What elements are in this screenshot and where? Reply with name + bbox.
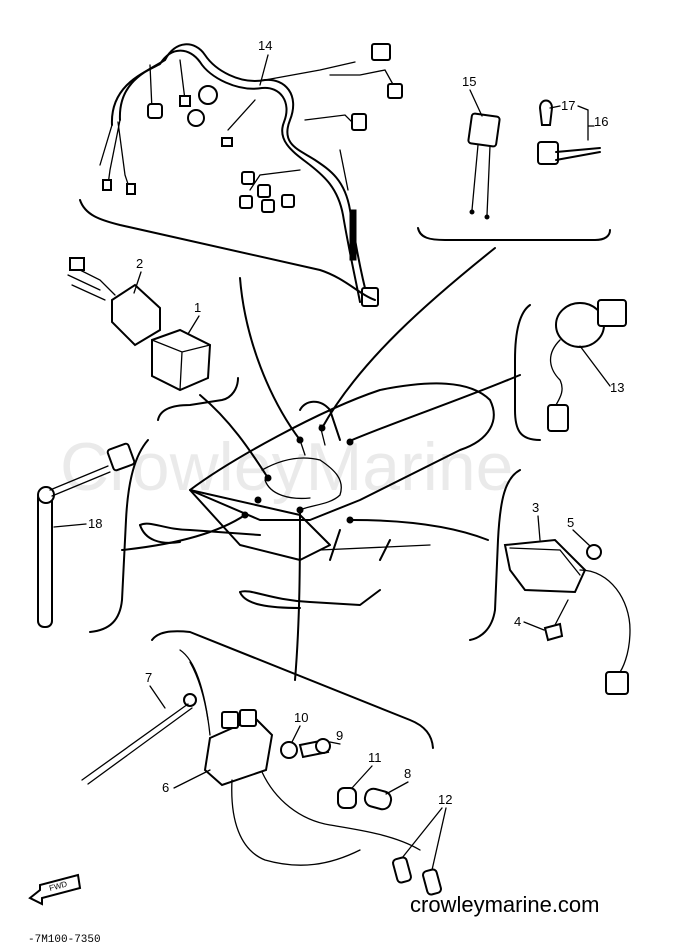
part-15-relay	[467, 112, 501, 220]
part-1-control-unit	[151, 328, 212, 392]
part-7-cable	[81, 693, 197, 785]
part-6-ignition-coil	[179, 649, 442, 896]
part-number-3: 3	[532, 500, 539, 515]
drawing-code: -7M100-7350	[28, 934, 101, 946]
part-number-18: 18	[88, 516, 102, 531]
wire-harness-assembly	[79, 43, 403, 307]
part-number-6: 6	[162, 780, 169, 795]
part-number-15: 15	[462, 74, 476, 89]
part-number-5: 5	[567, 515, 574, 530]
part-8-spark-plug-cap	[363, 787, 393, 811]
part-number-16: 16	[594, 114, 608, 129]
assembly-leader-lines	[121, 247, 521, 681]
part-2-coupler	[67, 257, 161, 347]
part-number-12: 12	[438, 792, 452, 807]
part-9-bolt	[298, 738, 331, 759]
part-18-sender	[37, 442, 136, 628]
callout-14: 14	[258, 38, 272, 86]
part-number-2: 2	[136, 256, 143, 271]
part-number-8: 8	[404, 766, 411, 781]
part-11-cap	[337, 787, 357, 809]
part-16-17-bulb-socket	[537, 99, 601, 165]
watermark-text: CrowleyMarine	[60, 429, 513, 505]
part-number-7: 7	[145, 670, 152, 685]
part-10-washer	[280, 741, 298, 759]
part-number-4: 4	[514, 614, 521, 629]
site-url: crowleymarine.com	[410, 892, 600, 917]
part-number-11: 11	[368, 750, 382, 765]
part-13-main-switch	[547, 299, 627, 432]
part-number-13: 13	[610, 380, 624, 395]
part-number-10: 10	[294, 710, 308, 725]
part-number-17: 17	[561, 98, 575, 113]
part-number-14: 14	[258, 38, 272, 53]
part-number-9: 9	[336, 728, 343, 743]
forward-arrow: FWD	[28, 873, 82, 906]
part-number-1: 1	[194, 300, 201, 315]
part-3-regulator	[503, 538, 631, 695]
